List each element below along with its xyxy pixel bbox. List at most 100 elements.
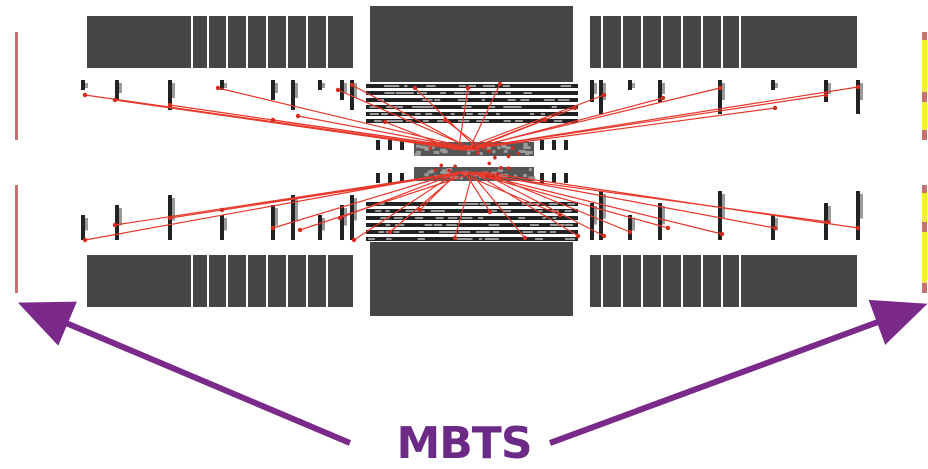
barrel-strip-top-module-4-3 xyxy=(540,113,546,115)
mbts-strip-left-bottom xyxy=(15,185,18,293)
pixel-module-bottom-27 xyxy=(442,171,451,175)
vertex-hit-16 xyxy=(510,146,515,150)
endcap-disk-left-top-4-seg-0 xyxy=(271,80,275,100)
hit-top-18 xyxy=(772,105,778,111)
endcap-disk-left-top-1-seg-0 xyxy=(115,80,119,100)
track-top-7 xyxy=(351,84,474,151)
track-bottom-11 xyxy=(464,171,491,213)
barrel-strip-bottom-module-3-3 xyxy=(385,224,391,226)
barrel-strip-bottom-module-0-6 xyxy=(458,203,462,205)
barrel-strip-bottom-module-5-4 xyxy=(417,238,425,240)
barrel-strip-bottom-module-5-0 xyxy=(534,238,543,240)
barrel-strip-top-module-4-5 xyxy=(425,113,433,115)
hit-top-16 xyxy=(660,95,666,101)
pixel-module-bottom-22 xyxy=(427,170,434,174)
calorimeter-group xyxy=(87,6,857,316)
beam-module-bottom-5 xyxy=(564,173,568,183)
mbts-group xyxy=(15,32,927,293)
hit-top-19 xyxy=(823,92,829,98)
barrel-cal-bottom xyxy=(370,242,573,316)
barrel-strip-top-stripe-1 xyxy=(366,91,578,95)
hit-bottom-19 xyxy=(772,225,778,231)
barrel-strip-bottom-module-2-2 xyxy=(435,217,439,219)
barrel-strip-top-module-3-12 xyxy=(503,106,514,108)
barrel-strip-top-stripe-2 xyxy=(366,98,578,102)
endcap-disk-left-bottom-6-seg-0 xyxy=(318,215,322,240)
barrel-strip-top-module-4-10 xyxy=(495,113,500,115)
endcap-disk-right-top-6-seg-0 xyxy=(824,80,828,102)
barrel-strip-bottom-module-4-8 xyxy=(460,231,471,233)
hit-top-5 xyxy=(295,113,301,119)
pixel-module-bottom-7 xyxy=(491,171,498,175)
barrel-strip-top-module-4-2 xyxy=(478,113,488,115)
endcap-disk-right-bottom-0-gray-0 xyxy=(594,206,597,225)
beam-module-top-4 xyxy=(552,140,556,150)
track-top-8 xyxy=(384,121,457,151)
endcap-disk-left-top-2-gray-0 xyxy=(172,83,175,98)
beam-module-top-2 xyxy=(400,140,404,150)
barrel-strip-top-module-0-4 xyxy=(488,85,496,87)
hit-top-17 xyxy=(717,85,723,91)
endcap-cal-right-bottom xyxy=(590,255,857,307)
barrel-strip-bottom-module-5-13 xyxy=(564,238,575,240)
track-bottom-5 xyxy=(299,171,476,231)
barrel-strip-top-module-1-0 xyxy=(453,92,462,94)
barrel-strip-top-module-3-10 xyxy=(373,106,378,108)
mbts-strip-left-top xyxy=(15,32,18,140)
pixel-module-bottom-17 xyxy=(424,173,429,177)
track-bottom-21 xyxy=(482,171,859,229)
hit-bottom-9 xyxy=(417,207,423,213)
endcap-disk-left-bottom-0-gray-0 xyxy=(85,218,88,231)
track-bottom-20 xyxy=(459,171,829,223)
barrel-strip-bottom-module-4-13 xyxy=(439,231,450,233)
vertex-hit-6 xyxy=(487,161,492,166)
vertex-hit-4 xyxy=(499,166,503,170)
endcap-disk-left-top-8-seg-0 xyxy=(350,80,354,110)
left-mbts-arrow xyxy=(17,301,352,446)
barrel-strip-top-module-0-10 xyxy=(404,85,408,87)
barrel-strip-bottom-module-2-4 xyxy=(461,217,469,219)
barrel-strip-bottom-module-1-13 xyxy=(385,210,390,212)
barrel-strip-top-module-0-8 xyxy=(505,85,511,87)
endcap-disk-right-bottom-2-gray-0 xyxy=(632,218,635,231)
pixel-module-top-19 xyxy=(441,150,448,154)
track-bottom-3 xyxy=(221,171,466,211)
hit-bottom-18 xyxy=(719,231,725,237)
endcap-disk-right-top-1-gray-0 xyxy=(603,83,606,100)
endcap-disk-right-top-0-gray-0 xyxy=(594,83,597,94)
endcap-disk-left-top-6-gray-0 xyxy=(322,83,325,88)
endcap-disk-right-top-5-seg-0 xyxy=(771,80,775,90)
barrel-strip-bottom-module-2-3 xyxy=(380,217,390,219)
vertex-hit-8 xyxy=(493,155,497,160)
barrel-strip-bottom-module-4-4 xyxy=(493,231,500,233)
track-top-3 xyxy=(217,87,478,151)
hit-bottom-8 xyxy=(387,229,393,235)
pixel-module-top-2 xyxy=(486,146,491,150)
right-mbts-arrow xyxy=(548,299,928,446)
mbts-cell-right-0 xyxy=(922,32,927,40)
endcap-disk-left-top-7-seg-0 xyxy=(340,80,344,100)
endcap-disk-right-bottom-6-gray-0 xyxy=(828,206,831,225)
endcap-disk-left-bottom-5-seg-0 xyxy=(291,195,295,240)
barrel-strip-bottom-module-1-11 xyxy=(438,210,445,212)
endcap-disk-right-top-4-seg-0 xyxy=(718,80,722,114)
barrel-strip-bottom-module-5-8 xyxy=(368,238,375,240)
barrel-strip-bottom-module-4-11 xyxy=(418,231,424,233)
pixel-module-bottom-21 xyxy=(528,168,532,172)
barrel-strip-bottom-module-1-6 xyxy=(405,210,414,212)
endcap-disk-left-bottom-4-seg-0 xyxy=(271,205,275,240)
barrel-strip-bottom-module-4-12 xyxy=(378,231,385,233)
track-bottom-18 xyxy=(469,171,723,235)
hit-bottom-15 xyxy=(601,233,607,239)
endcap-disk-left-bottom-1-seg-0 xyxy=(115,205,119,240)
vertex-hit-13 xyxy=(516,151,521,156)
barrel-strip-bottom-module-3-0 xyxy=(549,224,561,226)
barrel-strip-top-module-2-5 xyxy=(460,99,467,101)
pixel-module-top-12 xyxy=(497,146,501,150)
hit-top-15 xyxy=(601,92,607,98)
barrel-strip-bottom-module-1-5 xyxy=(375,210,382,212)
pixel-module-top-15 xyxy=(518,149,526,153)
vertex-hit-12 xyxy=(485,174,490,179)
endcap-disk-right-bottom-5-gray-0 xyxy=(775,218,778,231)
barrel-strip-top-module-0-6 xyxy=(502,85,507,87)
